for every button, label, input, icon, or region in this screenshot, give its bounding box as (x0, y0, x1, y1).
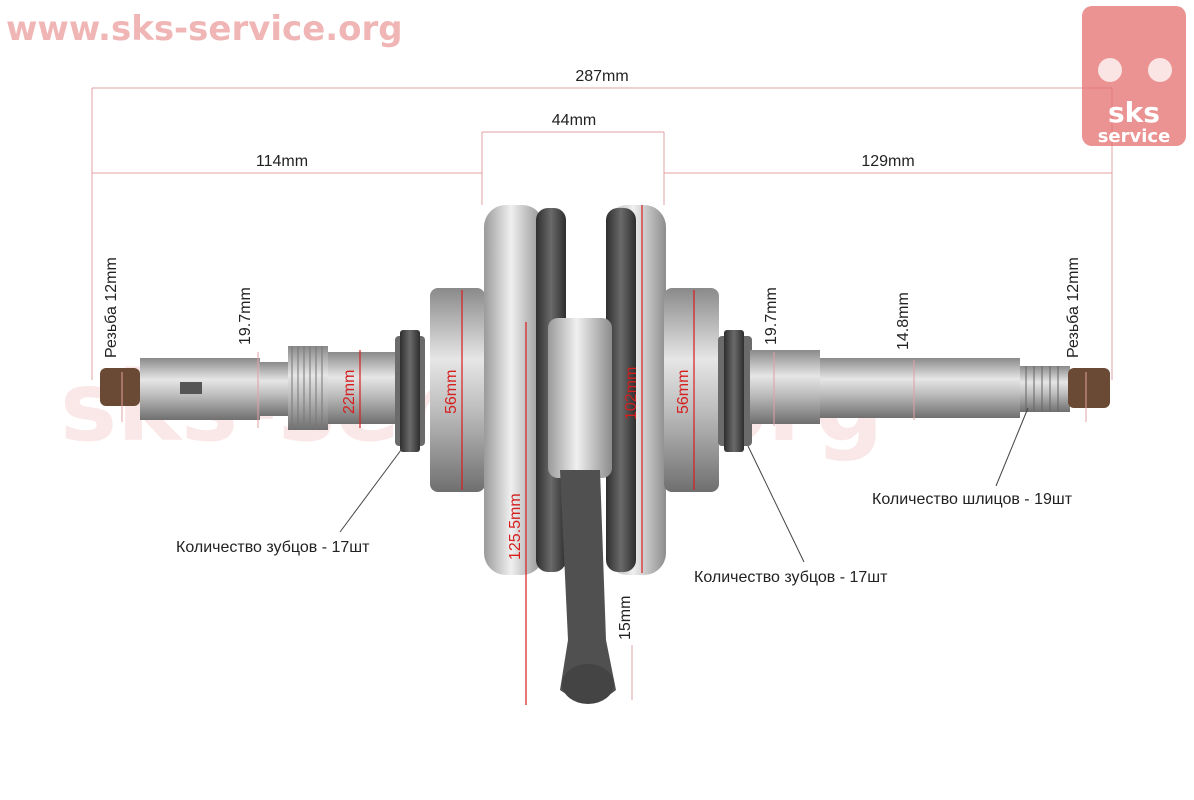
conrod-length-label: 125.5mm (507, 493, 524, 560)
scooter-icon (1098, 58, 1122, 82)
left-thread-label: Резьба 12mm (103, 257, 120, 358)
right-bearing (664, 288, 719, 492)
left-shaft-length-label: 114mm (256, 153, 308, 170)
right-teeth-callout: Количество зубцов - 17шт (694, 569, 888, 586)
left-bearing (430, 288, 485, 492)
right-splines (1020, 366, 1070, 412)
logo-line2: service (1098, 126, 1171, 147)
right-end-diameter-label: 14.8mm (895, 292, 912, 350)
flywheel-width-label: 44mm (552, 112, 596, 129)
right-bearing-diameter-label: 56mm (675, 370, 692, 414)
right-shaft (750, 350, 1110, 424)
spline-count-callout: Количество шлицов - 19шт (872, 491, 1073, 508)
right-thread-label: Резьба 12mm (1065, 257, 1082, 358)
left-gear-diameter-label: 22mm (341, 370, 358, 414)
left-bearing-diameter-label: 56mm (443, 370, 460, 414)
red-dimension-lines (359, 205, 695, 705)
connecting-rod (560, 470, 616, 704)
right-shaft-diameter-label: 19.7mm (763, 287, 780, 345)
left-shaft-diameter-label: 19.7mm (237, 287, 254, 345)
right-sprocket (718, 330, 752, 452)
left-shaft (100, 346, 398, 430)
left-thread (288, 346, 328, 430)
left-sprocket (395, 330, 425, 452)
web-diameter-label: 102mm (623, 367, 640, 420)
sks-logo: sks service (1082, 6, 1186, 147)
callout-leaders (339, 407, 1029, 563)
overall-length-label: 287mm (575, 68, 628, 85)
crank-pin (548, 318, 612, 478)
right-shaft-length-label: 129mm (861, 153, 914, 170)
right-flywheel (606, 205, 666, 575)
watermark-url: www.sks-service.org (6, 9, 403, 49)
dimension-lines (91, 87, 1113, 700)
conrod-eye-label: 15mm (617, 596, 634, 640)
logo-line1: sks (1108, 96, 1160, 129)
left-teeth-callout: Количество зубцов - 17шт (176, 539, 370, 556)
